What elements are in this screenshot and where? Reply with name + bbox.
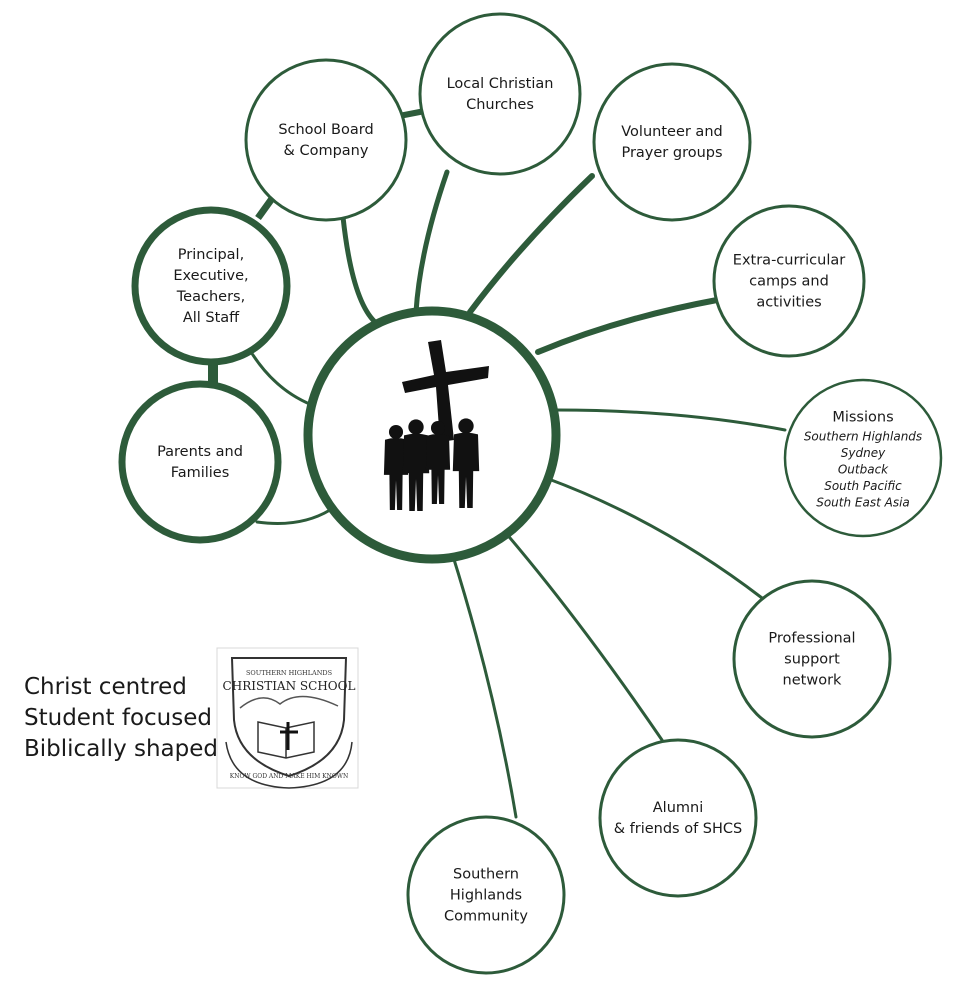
node-label: Executive, [173,268,248,284]
center-node [303,306,561,564]
connector-line [535,297,720,355]
crest-name: CHRISTIAN SCHOOL [223,679,356,693]
node-label: camps and [749,274,829,290]
node-circle [592,62,752,222]
cross-icon [280,722,298,750]
node-sub-label: South Pacific [824,479,902,493]
node-label: Parents and [157,444,243,460]
node-label: Community [444,909,528,925]
node-label: & friends of SHCS [614,821,743,837]
node-label: Extra-curricular [733,253,845,269]
node-label: network [783,673,842,689]
node-circle [118,380,282,544]
school-crest-icon: SOUTHERN HIGHLANDS CHRISTIAN SCHOOL KNOW G… [216,647,359,789]
connector-line [255,508,332,525]
connector-line [467,173,595,315]
node-label: Highlands [450,888,522,904]
node-label: Teachers, [176,289,245,305]
node-alumni: Alumni & friends of SHCS [598,738,758,898]
node-circle [783,378,943,538]
node-sub-label: Outback [838,462,889,476]
node-label: & Company [284,143,369,159]
node-label: Professional [768,631,855,647]
connector-line [554,408,787,432]
node-label: Volunteer and [621,124,722,140]
tagline-line-2: Student focused [24,705,212,731]
node-label: Churches [466,97,534,113]
node-label: Missions [832,409,893,425]
crest-shield [230,657,348,778]
node-label: Alumni [653,800,703,816]
node-label: Prayer groups [621,145,722,161]
node-label: Principal, [178,247,244,263]
node-circle [244,58,408,222]
node-label: support [784,652,840,668]
cross-with-students-silhouette-icon [383,340,489,511]
node-label: Local Christian [447,76,554,92]
connector-line [544,476,764,600]
connector-line [413,169,450,315]
crest-motto: KNOW GOD AND MAKE HIM KNOWN [230,773,348,780]
node-sub-label: Sydney [841,446,886,460]
connector-line [503,530,664,742]
node-circle [732,579,892,739]
tagline-line-1: Christ centred [24,674,187,700]
node-label: Families [171,465,230,481]
node-circle [406,815,566,975]
connector-line [340,214,378,325]
node-school-board: School Board & Company [244,58,408,222]
node-sub-label: Southern Highlands [804,429,922,443]
node-sub-label: South East Asia [816,495,910,509]
node-label: School Board [278,122,373,138]
node-staff: Principal, Executive, Teachers, All Staff [131,206,291,366]
node-label: Southern [453,867,519,883]
tagline-line-3: Biblically shaped [24,736,218,762]
node-professional: Professional support network [732,579,892,739]
node-extra-curricular: Extra-curricular camps and activities [712,204,866,358]
node-label: All Staff [183,310,240,326]
tagline: Christ centred Student focused Biblicall… [24,672,218,765]
node-circle [712,204,866,358]
connector-line [249,350,314,407]
node-circle [418,12,582,176]
crest-top-text: SOUTHERN HIGHLANDS [246,669,332,677]
node-label: activities [756,295,821,311]
node-circle [131,206,291,366]
node-circle [598,738,758,898]
nodes: School Board & Company Local ChristianChur… [118,12,943,975]
connector-line [450,551,518,819]
